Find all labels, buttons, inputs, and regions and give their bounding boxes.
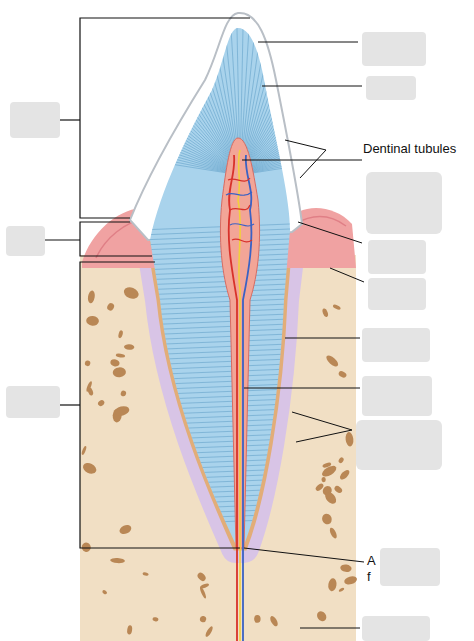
part-label: Dentinal tubules (362, 141, 457, 156)
part-label: A (366, 553, 377, 568)
part-label: f (366, 569, 372, 584)
hidden-label (6, 32, 442, 641)
bracket (45, 18, 250, 548)
leader-line (242, 42, 364, 628)
